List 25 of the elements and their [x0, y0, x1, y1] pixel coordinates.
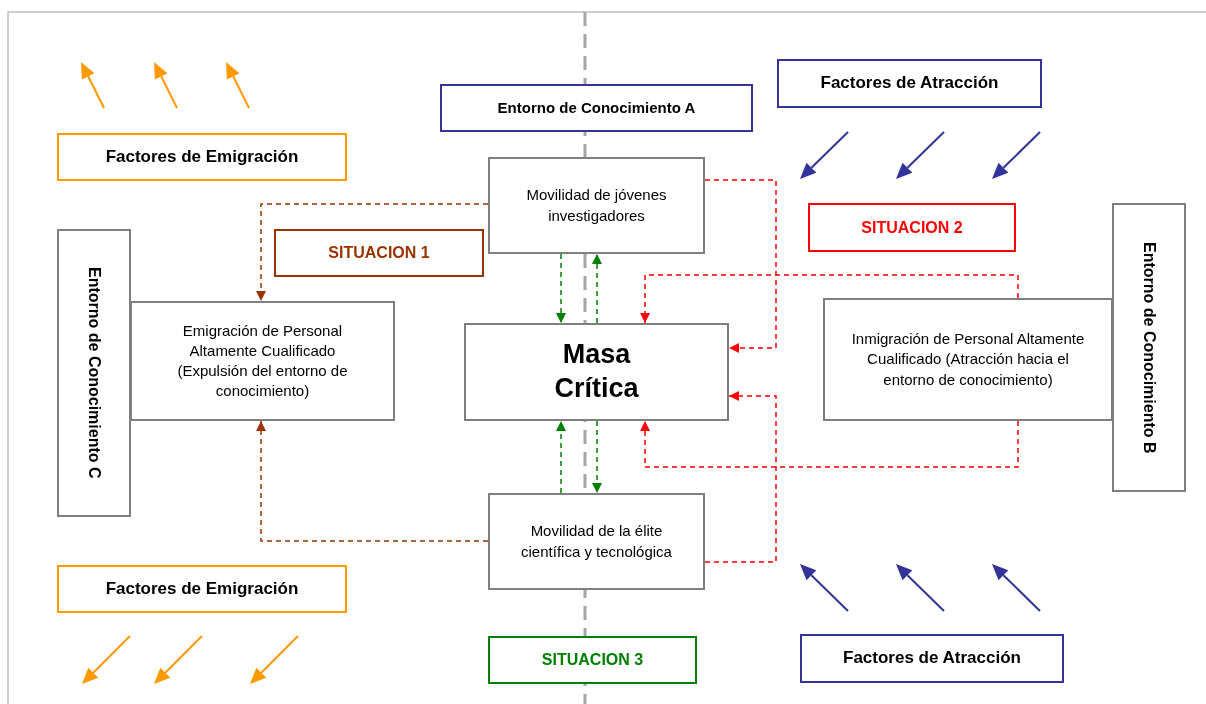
dashed-arrow — [256, 203, 489, 302]
factor-label: Factores de Emigración — [57, 565, 347, 613]
central-box: Masa Crítica — [464, 323, 729, 421]
situation-label: SITUACION 2 — [808, 203, 1016, 252]
factor-label: Factores de Atracción — [777, 59, 1042, 108]
situation-label: SITUACION 1 — [274, 229, 484, 277]
dashed-arrow — [640, 274, 1019, 324]
dashed-arrow — [592, 420, 602, 494]
environment-label: Entorno de Conocimiento C — [57, 229, 131, 517]
factor-label: Factores de Atracción — [800, 634, 1064, 683]
environment-label: Entorno de Conocimiento A — [440, 84, 753, 132]
dashed-arrow — [640, 420, 1019, 468]
process-box: Movilidad de jóvenes investigadores — [488, 157, 705, 254]
dashed-arrow — [704, 179, 777, 353]
dashed-arrow — [556, 420, 566, 494]
dashed-arrow — [256, 420, 489, 542]
factor-label: Factores de Emigración — [57, 133, 347, 181]
process-box: Emigración de Personal Altamente Cualificado (Expulsión del entorno de conocimiento) — [130, 301, 395, 421]
dashed-arrow — [704, 391, 777, 563]
dashed-arrow — [556, 253, 566, 324]
process-box: Movilidad de la élite científica y tecnológica — [488, 493, 705, 590]
process-box: Inmigración de Personal Altamente Cualificado (Atracción hacia el entorno de conocimiento) — [823, 298, 1113, 421]
environment-label: Entorno de Conocimiento B — [1112, 203, 1186, 492]
dashed-arrow — [592, 253, 602, 324]
situation-label: SITUACION 3 — [488, 636, 697, 684]
